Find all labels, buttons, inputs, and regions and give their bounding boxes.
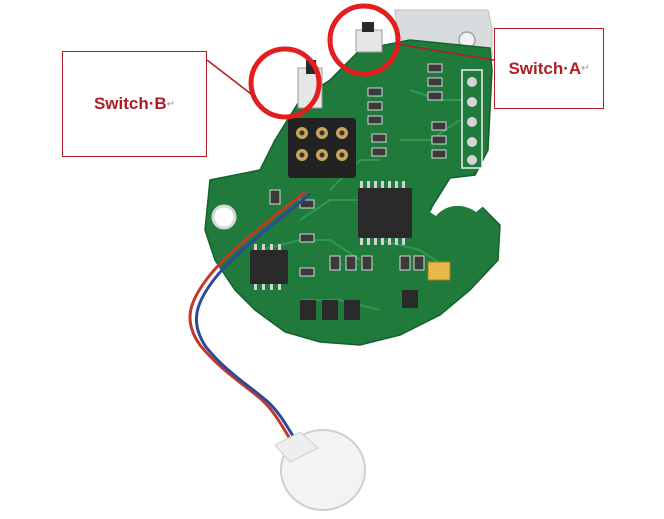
wire-pair: [188, 190, 311, 446]
switch-a-component: [355, 22, 383, 53]
vibration-motor: [274, 429, 366, 511]
switch-b-leader: [206, 59, 256, 98]
switch-a-highlight: [327, 3, 401, 77]
transistor-row: [300, 290, 418, 320]
switch-a-label: Switch·A: [508, 58, 582, 78]
return-mark-icon: ↵: [581, 63, 590, 74]
pad-column: [461, 69, 483, 169]
board-notch: [430, 196, 485, 216]
mounting-hole: [211, 204, 237, 230]
tantalum-capacitor: [427, 261, 451, 281]
switch-b-highlight: [248, 46, 322, 120]
ic-chip-main: [358, 181, 412, 245]
return-mark-icon: ↵: [166, 98, 176, 110]
switch-b-callout: Switch·B↵: [62, 51, 207, 157]
smd-components: [269, 63, 447, 277]
switch-a-callout: Switch·A↵: [494, 28, 604, 109]
switch-a-leader: [395, 43, 495, 61]
pin-header: [288, 118, 356, 178]
switch-b-label: Switch·B: [93, 94, 167, 113]
ic-chip-secondary: [250, 244, 288, 290]
